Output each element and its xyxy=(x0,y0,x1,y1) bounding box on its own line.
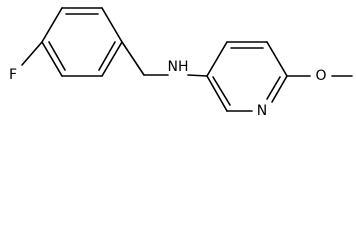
double-bond-inner xyxy=(48,41,66,71)
bond xyxy=(41,41,63,77)
methoxy-oxygen-atom-label: O xyxy=(315,68,326,84)
fluorophenyl-ring xyxy=(41,7,123,77)
bond-nh-ring xyxy=(187,74,208,77)
bond xyxy=(271,75,288,103)
bond xyxy=(101,41,123,77)
molecule-structure: F NH N O xyxy=(9,7,353,119)
bond xyxy=(101,7,123,43)
double-bond-inner xyxy=(266,76,281,100)
bond xyxy=(206,75,228,112)
bond xyxy=(41,7,63,43)
bond xyxy=(266,41,288,77)
bond-ring-ch2 xyxy=(121,41,145,76)
bond-c-f xyxy=(21,41,43,66)
amine-atom-label: NH xyxy=(168,59,189,75)
pyridine-nitrogen-atom-label: N xyxy=(257,103,267,119)
bond xyxy=(206,41,228,77)
fluorine-atom-label: F xyxy=(9,67,17,83)
methoxypyridine-ring xyxy=(206,41,288,112)
double-bond-inner xyxy=(98,41,116,71)
double-bond-inner xyxy=(212,76,231,106)
